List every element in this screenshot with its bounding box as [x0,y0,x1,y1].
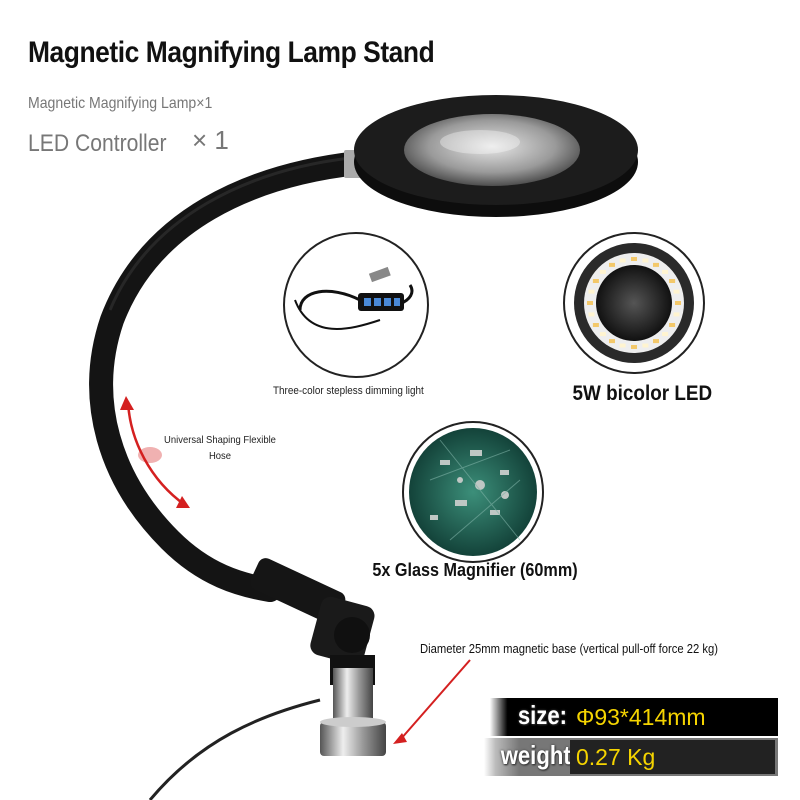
feature-magnifier-label: 5x Glass Magnifier (60mm) [372,560,578,580]
led-chip [609,262,615,267]
spec-row-weight: weight: 0.27 Kg [484,738,778,776]
led-chip [653,262,659,267]
led-ring-icon [563,232,705,374]
power-cable [148,698,321,800]
feature-led-label: 5W bicolor LED [572,382,713,405]
led-chip [631,345,637,349]
usb-cable-icon [283,232,429,378]
spec-panel: size: Φ93*414mm weight: 0.27 Kg [484,698,778,778]
led-chip [592,323,599,327]
package-item-lamp: Magnetic Magnifying Lamp×1 [28,95,213,112]
led-chip [675,301,681,305]
led-chip [669,323,676,327]
led-chip [642,258,649,263]
led-chip [673,289,680,294]
hose-joint [250,558,375,665]
feature-hose-label: Universal Shaping Flexible Hose [164,434,276,462]
led-chip [673,312,680,317]
led-chip [599,332,606,337]
led-chip [669,279,676,283]
led-chip [662,332,669,337]
flex-arrow [120,396,190,508]
gooseneck-hose [89,151,370,602]
led-chip [609,339,615,344]
led-chip [631,257,637,261]
size-value: Φ93*414mm [570,700,775,734]
led-chip [587,301,593,305]
circuit-board-icon [402,421,544,563]
magnetic-base [320,655,386,756]
led-chip [642,343,649,348]
feature-dimming-label: Three-color stepless dimming light [273,385,424,397]
weight-value: 0.27 Kg [570,740,775,774]
led-chip [619,343,626,348]
led-chip [599,269,606,274]
led-chip [662,269,669,274]
base-arrow [393,659,471,744]
spec-row-size: size: Φ93*414mm [484,698,778,736]
led-chip [653,339,659,344]
page-title: Magnetic Magnifying Lamp Stand [28,36,435,69]
led-chip [619,258,626,263]
size-label: size: [517,700,567,730]
package-item-controller-qty: × 1 [192,125,229,155]
weight-label: weight: [500,740,579,770]
magnifier-lens [404,114,580,186]
led-chip [588,312,595,317]
package-item-controller: LED Controller [28,130,167,157]
led-chip [592,279,599,283]
feature-base-label: Diameter 25mm magnetic base (vertical pu… [420,642,719,656]
lamp-head [344,95,638,217]
led-chip [588,289,595,294]
